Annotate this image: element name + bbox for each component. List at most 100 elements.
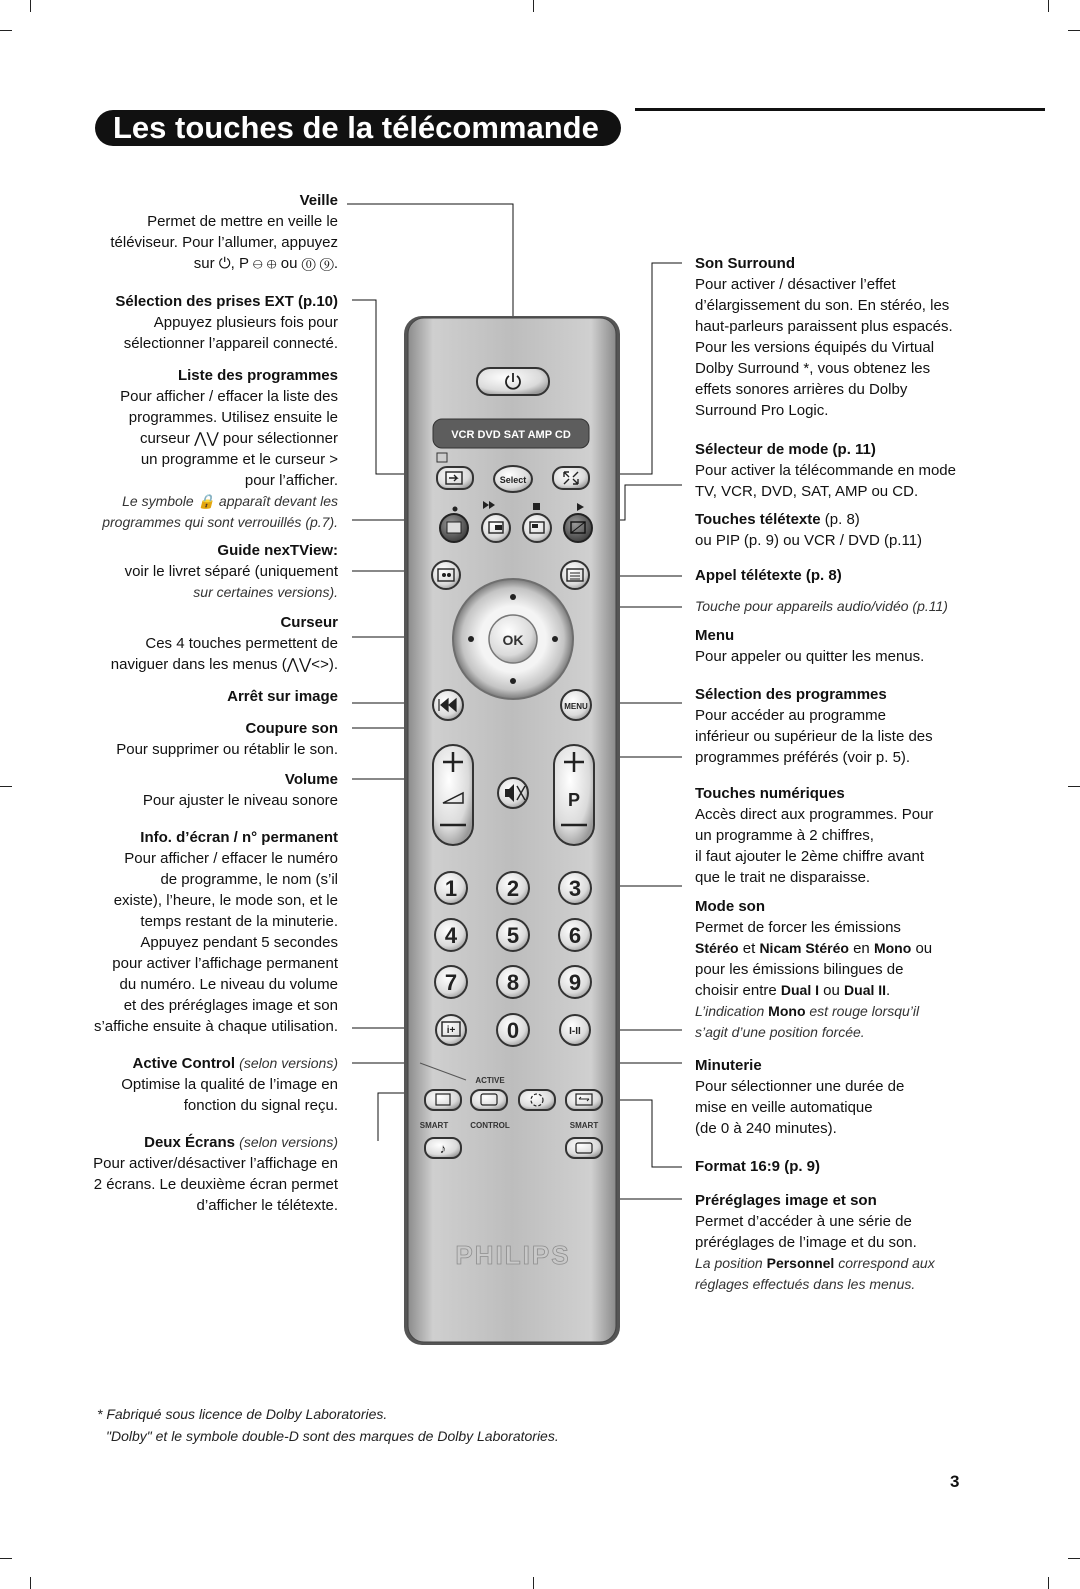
ext-text: sélectionner l’appareil connecté.: [123, 335, 338, 352]
guide-block: Guide nexTView: voir le livret séparé (u…: [38, 540, 338, 603]
digit-button: [434, 965, 468, 999]
page-number: 3: [950, 1472, 960, 1491]
coupure-block: Coupure son Pour supprimer ou rétablir l…: [38, 718, 338, 760]
num-text: il faut ajouter le 2ème chiffre avant: [695, 848, 925, 865]
minuterie-text: Pour sélectionner une durée de: [695, 1078, 905, 1095]
page-title: Les touches de la télécommande: [95, 110, 621, 146]
digit-button: [496, 918, 530, 952]
guide-text: voir le livret séparé (uniquement: [124, 563, 338, 580]
crop-mark: [533, 1577, 534, 1589]
selprog-block: Sélection des programmes Pour accéder au…: [695, 684, 995, 768]
prereg-note: La position Personnel correspond aux: [695, 1255, 935, 1271]
digit-button: [496, 1013, 530, 1047]
ext-text: Appuyez plusieurs fois pour: [153, 314, 338, 331]
digit-button: [434, 871, 468, 905]
digit-label: 0: [507, 1018, 519, 1043]
active-text: Optimise la qualité de l’image en: [121, 1076, 338, 1093]
smart-left-label: SMART: [420, 1121, 449, 1130]
crop-mark: [0, 30, 12, 31]
coupure-heading: Coupure son: [245, 720, 339, 737]
info-heading: Info. d’écran / n° permanent: [140, 829, 338, 846]
digit-label: 3: [569, 876, 581, 901]
svg-text:♪: ♪: [440, 1141, 447, 1156]
digit-button: [434, 918, 468, 952]
control-label: CONTROL: [470, 1121, 510, 1130]
curseur-text: Ces 4 touches permettent de: [145, 635, 338, 652]
info-text: Pour afficher / effacer le numéro: [124, 850, 338, 867]
crop-mark: [1048, 1577, 1049, 1589]
active-versions: (selon versions): [239, 1055, 338, 1071]
curseur-text: naviguer dans les menus (⋀⋁<>).: [110, 656, 338, 673]
num-text: un programme à 2 chiffres,: [695, 827, 874, 844]
num-block: Touches numériques Accès direct aux prog…: [695, 783, 995, 888]
surround-heading: Son Surround: [695, 255, 795, 272]
num-heading: Touches numériques: [695, 785, 845, 802]
crop-mark: [1068, 786, 1080, 787]
menu-label: MENU: [564, 702, 588, 711]
active-label: ACTIVE: [475, 1076, 505, 1085]
info-text: Appuyez pendant 5 secondes: [140, 934, 338, 951]
modeson-note: L’indication Mono est rouge lorsqu’il: [695, 1003, 920, 1019]
volume-text: Pour ajuster le niveau sonore: [142, 792, 338, 809]
liste-text: un programme et le curseur >: [140, 451, 338, 468]
selprog-heading: Sélection des programmes: [695, 686, 887, 703]
veille-text: Permet de mettre en veille le: [147, 213, 338, 230]
liste-text: programmes. Utilisez ensuite le: [128, 409, 338, 426]
selprog-text: inférieur ou supérieur de la liste des: [695, 728, 933, 745]
p-label: P: [568, 790, 580, 810]
info-text: s’affiche ensuite à chaque utilisation.: [93, 1018, 338, 1035]
digit-button: [496, 965, 530, 999]
curseur-heading: Curseur: [280, 614, 338, 631]
deux-versions: (selon versions): [239, 1134, 338, 1150]
prereg-note: réglages effectués dans les menus.: [695, 1276, 916, 1292]
digit-button: [496, 871, 530, 905]
mode-text: TV, VCR, DVD, SAT, AMP ou CD.: [695, 483, 919, 500]
info-text: de programme, le nom (s’il: [160, 871, 338, 888]
liste-note: Le symbole 🔒 apparaît devant les: [122, 493, 338, 509]
modeson-text: Permet de forcer les émissions: [695, 919, 901, 936]
footnote: "Dolby" et le symbole double-D sont des …: [106, 1428, 559, 1444]
num-text: Accès direct aux programmes. Pour: [695, 806, 934, 823]
veille-heading: Veille: [299, 192, 338, 209]
minuterie-heading: Minuterie: [695, 1057, 762, 1074]
teletexte-text: ou PIP (p. 9) ou VCR / DVD (p.11): [695, 532, 923, 549]
selprog-text: programmes préférés (voir p. 5).: [695, 749, 911, 766]
teletexte-page: (p. 8): [824, 511, 860, 528]
digit-label: 9: [569, 970, 581, 995]
liste-text: curseur ⋀⋁ pour sélectionner: [139, 430, 338, 447]
veille-block: Veille Permet de mettre en veille le tél…: [38, 190, 338, 274]
guide-heading: Guide nexTView:: [217, 542, 338, 559]
liste-note: programmes qui sont verrouillés (p.7).: [102, 514, 338, 530]
digit-label: 4: [445, 923, 458, 948]
crop-mark: [30, 1577, 31, 1589]
digit-button: [558, 871, 592, 905]
veille-text: téléviseur. Pour l’allumer, appuyez: [110, 234, 338, 251]
page-title-bar: Les touches de la télécommande: [95, 108, 1045, 146]
deux-text: Pour activer/désactiver l’affichage en: [93, 1155, 338, 1172]
smart-right-label: SMART: [570, 1121, 599, 1130]
active-heading: Active Control: [132, 1055, 235, 1072]
surround-text: Dolby Surround *, vous obtenez les: [695, 360, 931, 377]
crop-mark: [1068, 30, 1080, 31]
select-label: Select: [500, 475, 527, 485]
crop-mark: [0, 786, 12, 787]
guide-note: sur certaines versions).: [193, 584, 338, 600]
volume-block: Volume Pour ajuster le niveau sonore: [38, 769, 338, 811]
menu-heading: Menu: [695, 627, 735, 644]
digit-label: 2: [507, 876, 519, 901]
menu-block: Menu Pour appeler ou quitter les menus.: [695, 625, 995, 667]
appel-block: Appel télétexte (p. 8) Touche pour appar…: [695, 565, 995, 617]
deux-block: Deux Écrans (selon versions) Pour active…: [38, 1132, 338, 1216]
dual-label: I-II: [569, 1026, 581, 1037]
crop-mark: [1068, 1558, 1080, 1559]
liste-text: Pour afficher / effacer la liste des: [120, 388, 338, 405]
modeson-text: Stéréo et Nicam Stéréo en Mono ou: [695, 940, 933, 957]
format-block: Format 16:9 (p. 9): [695, 1156, 995, 1177]
coupure-text: Pour supprimer ou rétablir le son.: [116, 741, 338, 758]
crop-mark: [1048, 0, 1049, 12]
ext-block: Sélection des prises EXT (p.10) Appuyez …: [38, 291, 338, 354]
mode-band-label: VCR DVD SAT AMP CD: [451, 429, 571, 441]
surround-text: Surround Pro Logic.: [695, 402, 829, 419]
